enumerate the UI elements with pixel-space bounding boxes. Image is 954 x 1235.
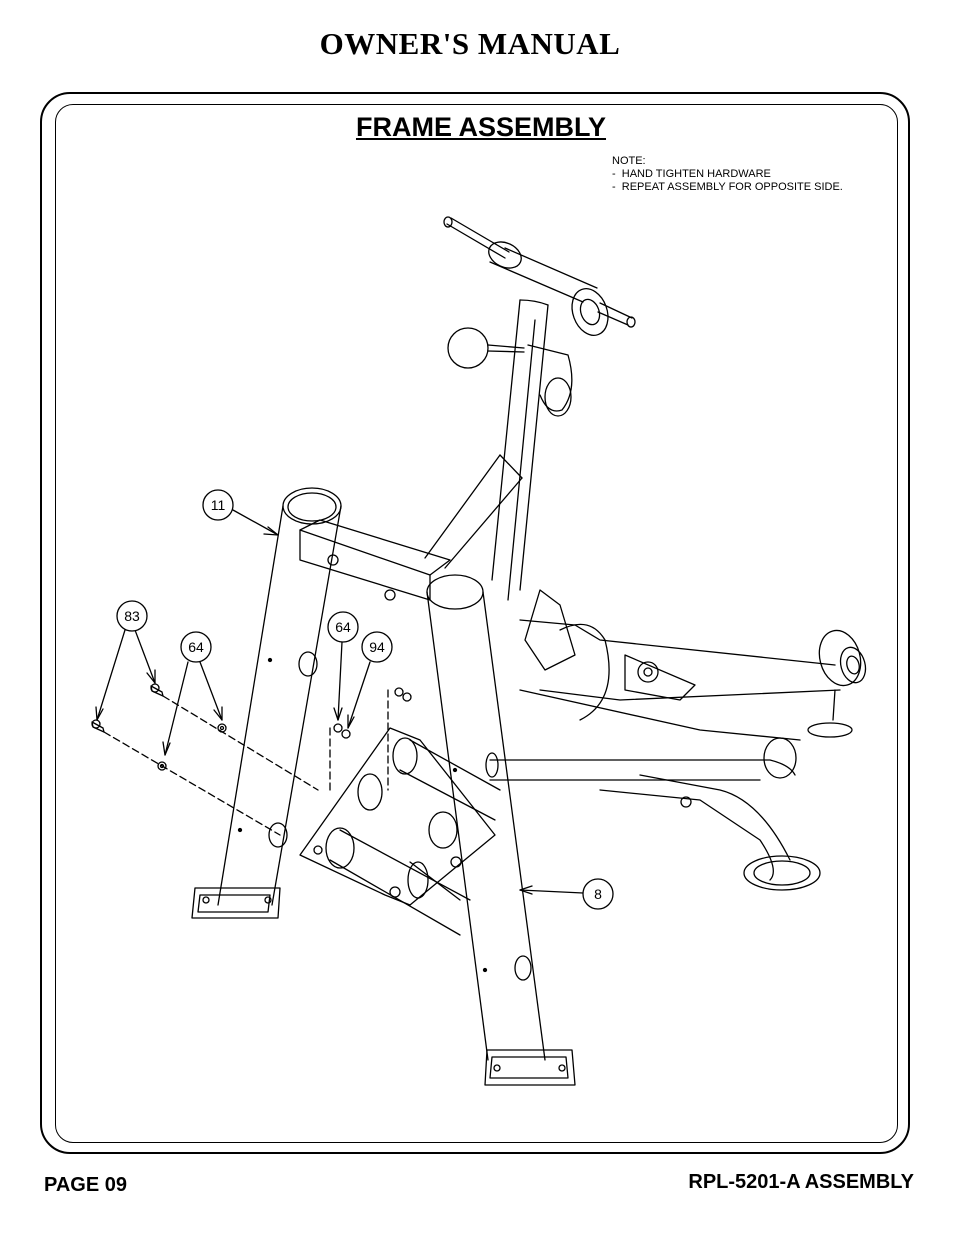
front-crossbar (485, 689, 821, 891)
page-number: PAGE 09 (44, 1174, 127, 1196)
adjust-knob (447, 327, 525, 369)
callout-8-label: 8 (594, 886, 602, 902)
callout-64-right-label: 64 (335, 619, 351, 635)
callout-11-label: 11 (211, 497, 226, 513)
diagonal-brace (424, 454, 523, 569)
note-line-2: - REPEAT ASSEMBLY FOR OPPOSITE SIDE. (612, 181, 843, 193)
manual-title: OWNER'S MANUAL (319, 26, 621, 61)
right-upright-tube (426, 574, 576, 1086)
seat-post-tube (491, 299, 573, 601)
callout-64-left: 64 (180, 631, 212, 663)
assembly-note: NOTE: - HAND TIGHTEN HARDWARE - REPEAT A… (612, 155, 843, 194)
document-id: RPL-5201-A ASSEMBLY (688, 1171, 914, 1193)
left-upright-tube (191, 487, 342, 919)
page-frame-outer (40, 92, 910, 1154)
callout-94-label: 94 (369, 639, 385, 655)
section-title: FRAME ASSEMBLY (355, 112, 607, 142)
callout-83: 83 (116, 600, 148, 632)
back-crossmember (519, 619, 867, 738)
callout-94: 94 (361, 631, 393, 663)
top-handle-assembly (443, 216, 636, 336)
callout-8: 8 (582, 878, 614, 910)
note-heading: NOTE: (612, 155, 646, 167)
callout-11: 11 (202, 489, 234, 521)
hardware (91, 683, 412, 836)
callout-leaders (95, 509, 584, 895)
pivot-bracket (524, 589, 696, 701)
page-frame-inner (55, 104, 898, 1143)
lower-tubes (325, 737, 501, 936)
callout-64-right: 64 (327, 611, 359, 643)
callout-83-label: 83 (124, 608, 140, 624)
side-gusset-plate (299, 727, 496, 906)
note-line-1: - HAND TIGHTEN HARDWARE (612, 168, 771, 180)
callout-64-left-label: 64 (188, 639, 204, 655)
